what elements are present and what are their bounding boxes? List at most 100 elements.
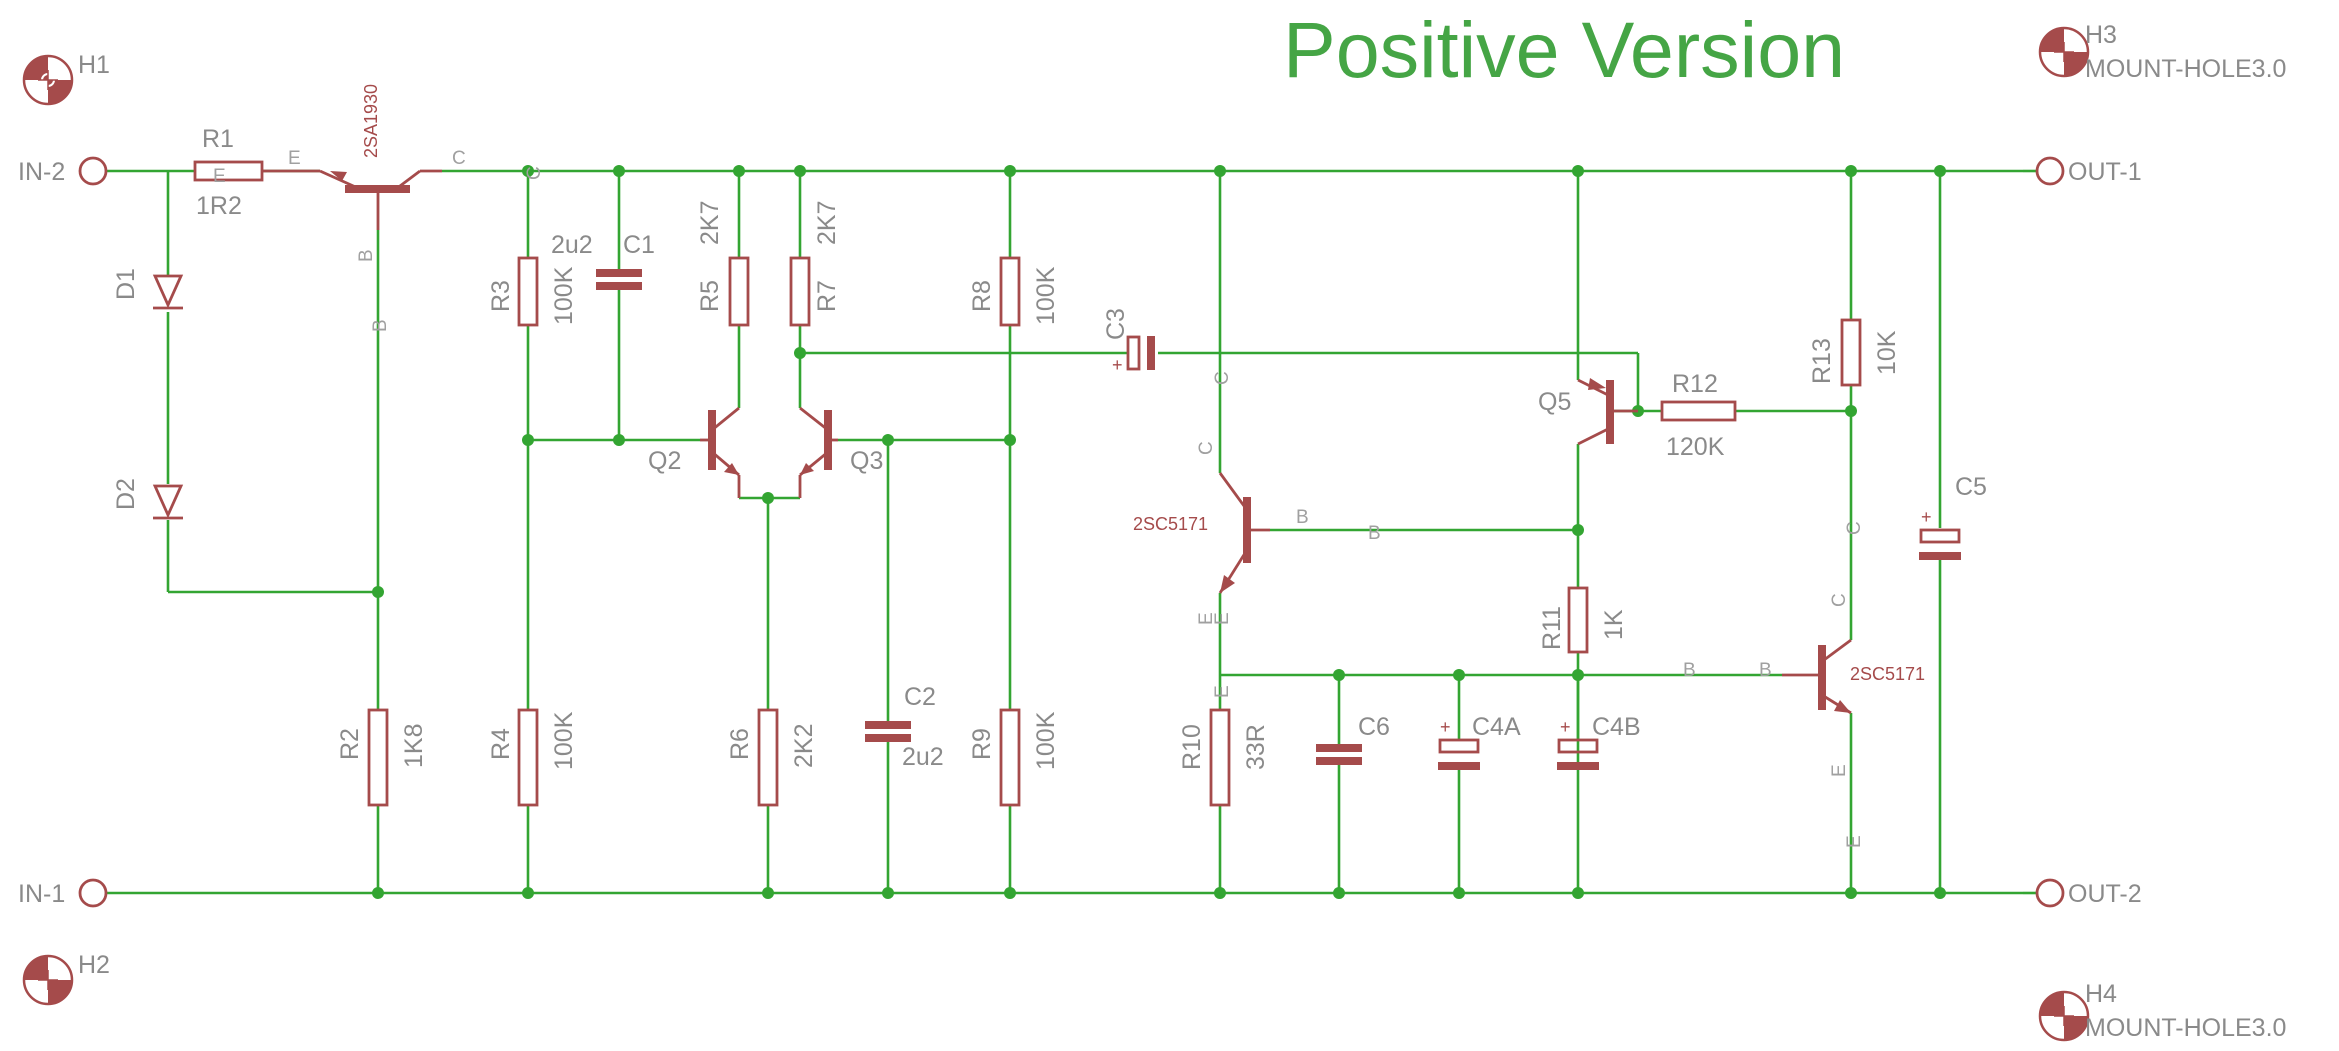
- r3-value: 100K: [550, 266, 578, 325]
- c1-value: 2u2: [551, 231, 593, 259]
- r4-name: R4: [487, 728, 515, 760]
- resistor-r2: R2 1K8: [336, 708, 428, 807]
- capacitor-c3: + C3: [1102, 308, 1155, 375]
- r11-name: R11: [1538, 606, 1566, 650]
- resistor-r7: R7 2K7: [789, 201, 841, 327]
- q6-pin-c: C: [1844, 521, 1865, 535]
- q6-pin-e: E: [1829, 764, 1850, 777]
- q1-pin-c: C: [452, 148, 466, 169]
- c4a-name: C4A: [1472, 713, 1521, 741]
- c5-plus: +: [1921, 507, 1932, 527]
- r1-name: R1: [202, 125, 234, 153]
- c5-name: C5: [1955, 473, 1987, 501]
- mount-hole-h3-value: MOUNT-HOLE3.0: [2085, 55, 2286, 83]
- resistor-r5: R5 2K7: [696, 201, 750, 327]
- mount-hole-h4-value: MOUNT-HOLE3.0: [2085, 1014, 2286, 1042]
- junctions: [372, 165, 1946, 899]
- r9-name: R9: [968, 728, 996, 760]
- q4-value: 2SC5171: [1133, 514, 1208, 534]
- q4-pin-b2: B: [1368, 523, 1381, 544]
- transistor-q4: 2SC5171 C C B B E: [1133, 371, 1381, 625]
- r13-name: R13: [1808, 338, 1836, 384]
- q3-name: Q3: [850, 447, 883, 475]
- terminal-in1-label: IN-1: [18, 880, 65, 908]
- terminal-in1: IN-1: [18, 878, 108, 908]
- d1-name: D1: [112, 268, 140, 300]
- c3-name: C3: [1102, 308, 1130, 340]
- resistor-r4: R4 100K: [487, 708, 578, 807]
- resistor-r10: R10 33R E: [1178, 685, 1270, 807]
- mount-hole-h4-label: H4: [2085, 980, 2117, 1008]
- diode-d2: D2: [112, 478, 184, 520]
- transistor-q2: Q2: [648, 406, 741, 498]
- mount-hole-h2: H2: [22, 951, 110, 1006]
- mount-hole-h4: H4 MOUNT-HOLE3.0: [2038, 980, 2286, 1042]
- resistor-r12: R12 120K: [1660, 370, 1737, 461]
- diode-d1: D1: [112, 268, 184, 310]
- mount-hole-h3: H3 MOUNT-HOLE3.0: [2038, 21, 2286, 83]
- q6-pin-c2: C: [1829, 593, 1850, 607]
- q1-value: 2SA1930: [361, 84, 381, 158]
- terminal-out2-label: OUT-2: [2068, 880, 2142, 908]
- capacitor-c6: C6: [1316, 713, 1390, 765]
- q6-pin-b: B: [1683, 660, 1696, 681]
- resistor-r8: R8 100K: [968, 256, 1060, 327]
- q1-pin-b2: B: [370, 319, 391, 332]
- r5-name: R5: [696, 280, 724, 312]
- q6-pin-e2: E: [1844, 835, 1865, 848]
- mount-hole-h1-label: H1: [78, 51, 110, 79]
- transistor-q3: Q3: [798, 406, 883, 498]
- r9-value: 100K: [1032, 711, 1060, 770]
- capacitor-c5: + C5: [1919, 473, 1987, 560]
- r3-name: R3: [487, 280, 515, 312]
- capacitor-c4b: + C4B: [1557, 713, 1641, 770]
- q5-name: Q5: [1538, 388, 1571, 416]
- c6-name: C6: [1358, 713, 1390, 741]
- r12-name: R12: [1672, 370, 1718, 398]
- r6-value: 2K2: [790, 724, 818, 768]
- mount-hole-h1: H1: [22, 51, 110, 106]
- r7-name: R7: [813, 280, 841, 312]
- transistor-q5: Q5: [1538, 378, 1638, 446]
- mount-hole-h3-label: H3: [2085, 21, 2117, 49]
- r6-name: R6: [726, 728, 754, 760]
- terminal-out1-label: OUT-1: [2068, 158, 2142, 186]
- q4-pin-e: E: [1196, 612, 1217, 625]
- mount-hole-h2-label: H2: [78, 951, 110, 979]
- transistor-q6: 2SC5171 C C B B E E: [1683, 521, 1925, 848]
- resistor-r1: R1 1R2 E: [193, 125, 264, 220]
- r1-pin-label: E: [213, 166, 226, 187]
- q1-pin-c2: C: [524, 166, 545, 180]
- r1-value: 1R2: [196, 192, 242, 220]
- c2-value: 2u2: [902, 743, 944, 771]
- q6-value: 2SC5171: [1850, 664, 1925, 684]
- r13-value: 10K: [1873, 330, 1901, 375]
- terminal-out1: OUT-1: [2035, 156, 2142, 186]
- wires: [107, 169, 2036, 895]
- c1-name: C1: [623, 231, 655, 259]
- capacitor-c1: C1 2u2: [551, 231, 655, 290]
- r2-name: R2: [336, 728, 364, 760]
- r4-value: 100K: [550, 711, 578, 770]
- resistor-r6: R6 2K2: [726, 708, 818, 807]
- schematic-title: Positive Version: [1283, 5, 1845, 94]
- c3-plus: +: [1112, 355, 1123, 375]
- q4-pin-e2: E: [1212, 612, 1233, 625]
- terminal-in2: IN-2: [18, 156, 108, 186]
- resistor-r11: R11 1K: [1538, 586, 1628, 654]
- r10-pin-label: E: [1212, 685, 1233, 698]
- terminal-in2-label: IN-2: [18, 158, 65, 186]
- transistor-q1: 2SA1930 E C B B C: [262, 84, 545, 332]
- d2-name: D2: [112, 478, 140, 510]
- r8-name: R8: [968, 280, 996, 312]
- r10-name: R10: [1178, 724, 1206, 770]
- q4-pin-c2: C: [1196, 441, 1217, 455]
- q1-pin-b: B: [356, 249, 377, 262]
- r5-value: 2K7: [696, 201, 724, 245]
- r2-value: 1K8: [400, 724, 428, 768]
- r12-value: 120K: [1666, 433, 1725, 461]
- q4-pin-c: C: [1212, 371, 1233, 385]
- q6-pin-b2: B: [1759, 660, 1772, 681]
- r10-value: 33R: [1242, 724, 1270, 770]
